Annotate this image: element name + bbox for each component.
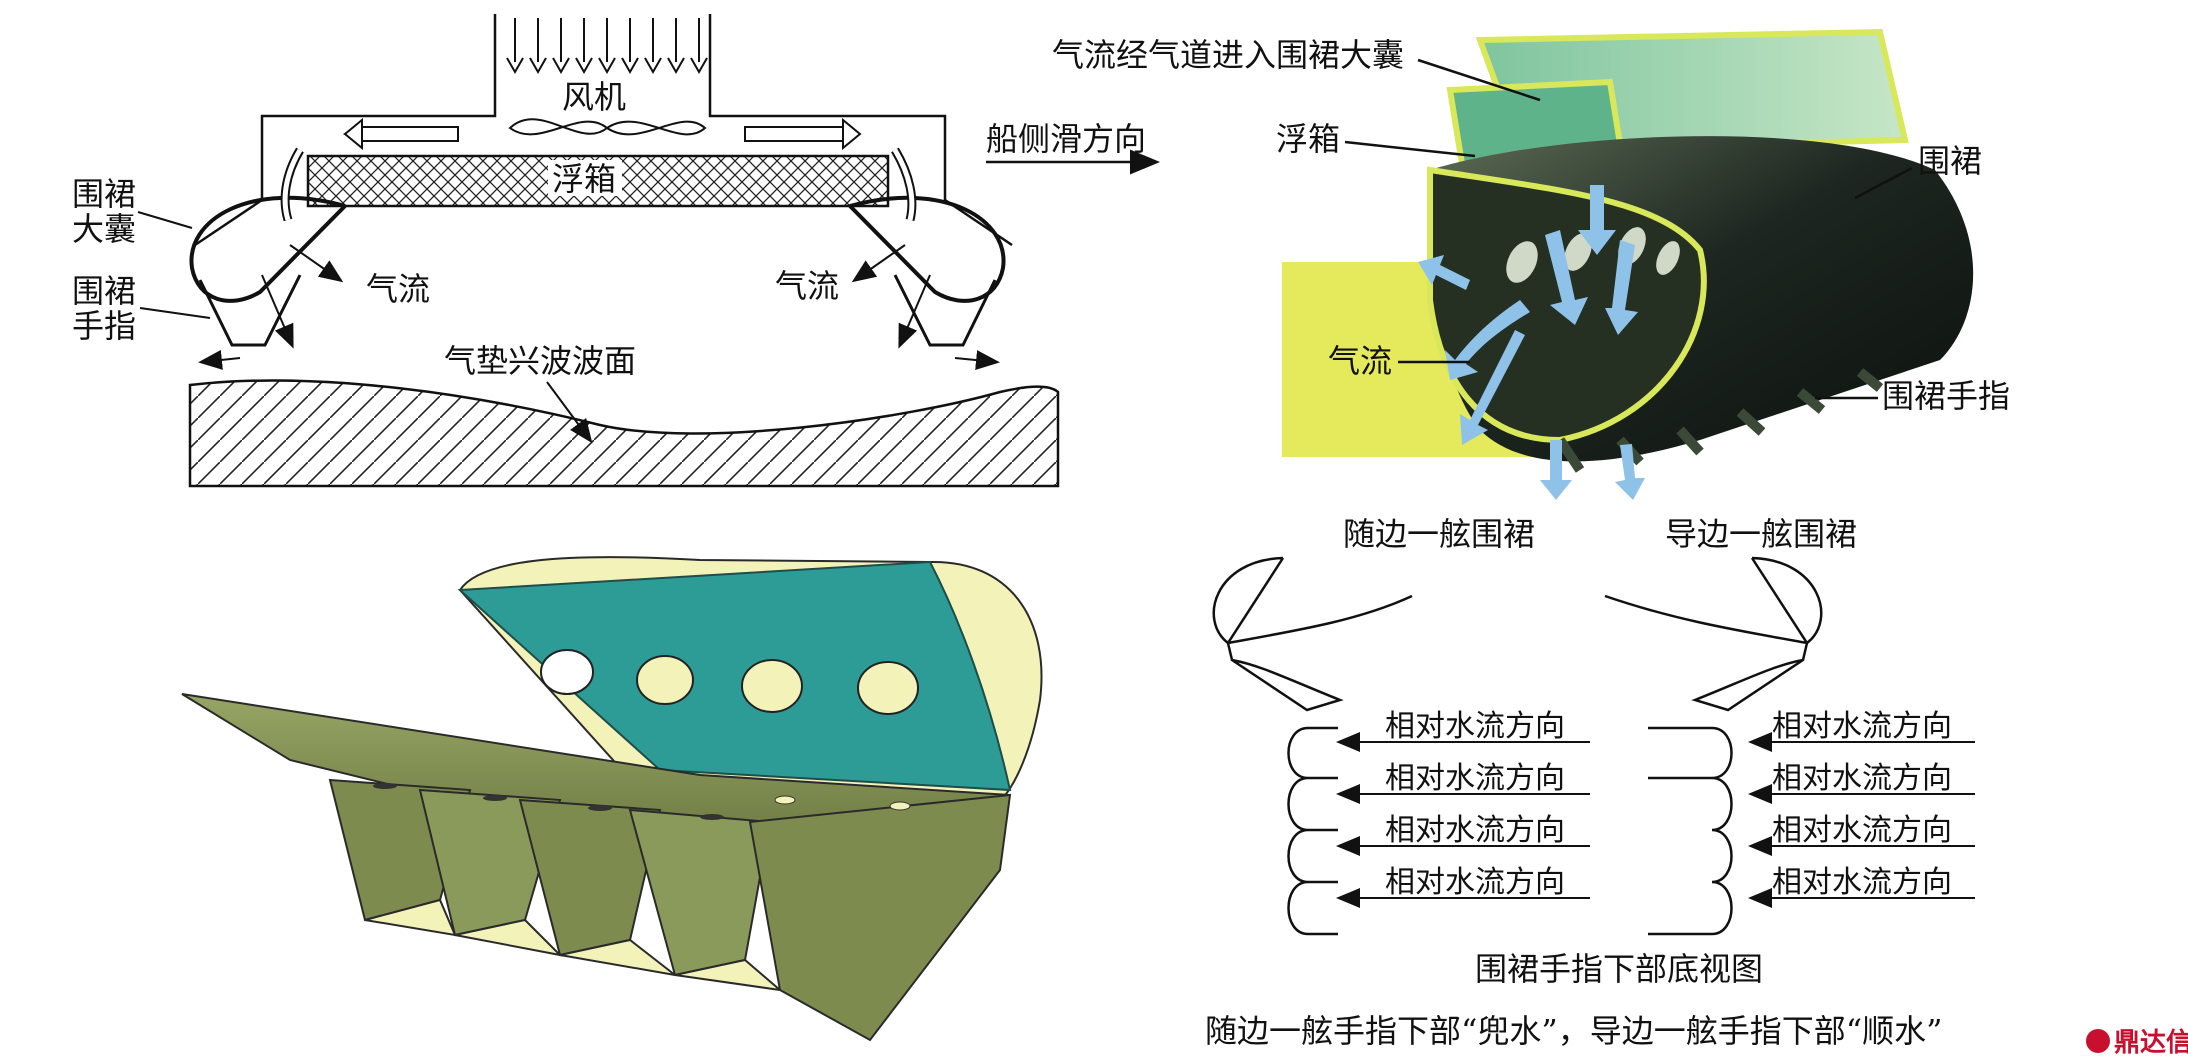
flow-label-right: 相对水流方向 — [1772, 709, 1952, 744]
skirt-model-render — [181, 556, 1043, 1042]
flow-label-left: 相对水流方向 — [1385, 761, 1565, 796]
skirt-finger-right — [893, 274, 997, 347]
air-hole — [857, 661, 919, 715]
finger-bottom-view: 随边一舷围裙 导边一舷围裙 相对水流方向 相对水流方向 相对水流方向 相对水流方… — [1205, 515, 1975, 1050]
leading-skirt-section — [1604, 556, 1823, 712]
skirt-fingers — [328, 778, 1012, 1042]
fan-icon — [508, 118, 707, 136]
trailing-skirt-label: 随边一舷围裙 — [1343, 515, 1535, 553]
bag-label-line1: 围裙 — [72, 175, 136, 213]
bottom-view-caption: 围裙手指下部底视图 — [1475, 950, 1763, 988]
skirt-finger-left — [198, 274, 302, 347]
watermark-logo-icon — [2086, 1029, 2110, 1053]
skirt-cutaway-render: 气流经气道进入围裙大囊 浮箱 围裙 气流 围裙手指 — [1052, 28, 2010, 500]
trailing-skirt-section — [1212, 556, 1413, 712]
leading-finger-loops — [1648, 726, 1733, 936]
float-box-label: 浮箱 — [552, 160, 616, 198]
flow-note: 随边一舷手指下部“兜水”，导边一舷手指下部“顺水” — [1205, 1012, 1942, 1050]
wave-surface-label: 气垫兴波波面 — [444, 342, 636, 380]
intake-arrows — [506, 18, 708, 75]
flow-label-left: 相对水流方向 — [1385, 709, 1565, 744]
skirt-bag-left — [189, 195, 347, 303]
fan-label: 风机 — [562, 78, 626, 116]
teal-panel — [457, 560, 1012, 792]
bag-label-line2: 大囊 — [72, 210, 136, 248]
airflow-3d-label: 气流 — [1328, 342, 1392, 380]
airflow-left-label: 气流 — [366, 270, 430, 308]
airflow-arrows-3d — [1418, 185, 1645, 500]
finger-label-line1: 围裙 — [72, 272, 136, 310]
base-holes — [373, 783, 911, 820]
flow-arrows-right — [1748, 732, 1975, 908]
air-hole — [741, 659, 803, 713]
skirt-label: 围裙 — [1918, 142, 1982, 180]
section-diagram: 风机 浮箱 围裙 大囊 围裙 手指 气流 气流 — [72, 14, 1160, 488]
float-box-3d-label: 浮箱 — [1276, 120, 1340, 158]
watermark: 鼎达信 — [2086, 1028, 2188, 1058]
flow-label-right: 相对水流方向 — [1772, 813, 1952, 848]
airflow-right-label: 气流 — [775, 267, 839, 305]
wave-ground — [188, 379, 1060, 488]
air-hole — [636, 655, 694, 705]
direction-label: 船侧滑方向 — [986, 120, 1146, 158]
finger-label-line2: 手指 — [72, 307, 136, 345]
watermark-text: 鼎达信 — [2114, 1028, 2188, 1058]
flow-label-left: 相对水流方向 — [1385, 865, 1565, 900]
flow-arrows-left — [1336, 732, 1590, 908]
finger-3d-label: 围裙手指 — [1882, 377, 2010, 415]
flow-label-left: 相对水流方向 — [1385, 813, 1565, 848]
leading-skirt-label: 导边一舷围裙 — [1665, 515, 1857, 553]
skirt-bag-right — [848, 195, 1006, 303]
flow-label-right: 相对水流方向 — [1772, 761, 1952, 796]
air-hole — [540, 649, 594, 695]
flow-label-right: 相对水流方向 — [1772, 865, 1952, 900]
airflow-into-bag-label: 气流经气道进入围裙大囊 — [1052, 36, 1404, 74]
air-duct — [194, 14, 1013, 247]
trailing-finger-loops — [1287, 726, 1338, 936]
